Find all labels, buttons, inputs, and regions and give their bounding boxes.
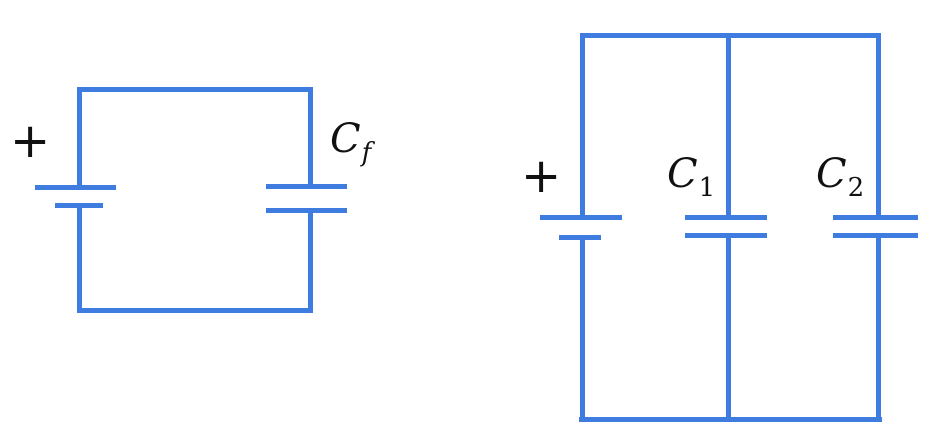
battery-positive-plate <box>540 215 622 220</box>
middle-wire-upper <box>726 33 731 217</box>
capacitor-c1-label: C1 <box>667 154 715 201</box>
capacitor-c2-label: C2 <box>816 154 864 201</box>
battery-plus-sign: + <box>521 148 562 204</box>
right-wire-upper <box>876 33 881 217</box>
left-wire-upper <box>580 33 585 218</box>
left-wire-lower <box>77 205 82 313</box>
capacitor-cf-label: Cf <box>330 119 371 166</box>
right-wire-lower <box>308 210 313 313</box>
capacitor-c1-label-subscript: 1 <box>698 173 716 203</box>
capacitor-c1-label-base: C <box>667 151 698 197</box>
top-wire <box>77 87 313 92</box>
left-wire-lower <box>580 237 585 422</box>
right-wire-lower <box>876 235 881 422</box>
capacitor-cf-label-base: C <box>330 116 361 162</box>
bottom-wire <box>77 308 313 313</box>
capacitor-c2-bottom-plate <box>833 233 918 238</box>
capacitor-cf-bottom-plate <box>266 208 347 213</box>
battery-positive-plate <box>35 185 116 190</box>
battery-plus-sign: + <box>10 113 51 169</box>
capacitor-c2-label-base: C <box>816 151 847 197</box>
left-wire-upper <box>77 87 82 190</box>
middle-wire-lower <box>726 235 731 422</box>
capacitor-cf-label-subscript: f <box>361 138 372 168</box>
capacitor-c2-top-plate <box>833 215 918 220</box>
right-wire-upper <box>308 87 313 189</box>
capacitor-c1-top-plate <box>685 215 767 220</box>
capacitor-c2-label-subscript: 2 <box>847 173 865 203</box>
capacitor-cf-top-plate <box>266 184 347 189</box>
